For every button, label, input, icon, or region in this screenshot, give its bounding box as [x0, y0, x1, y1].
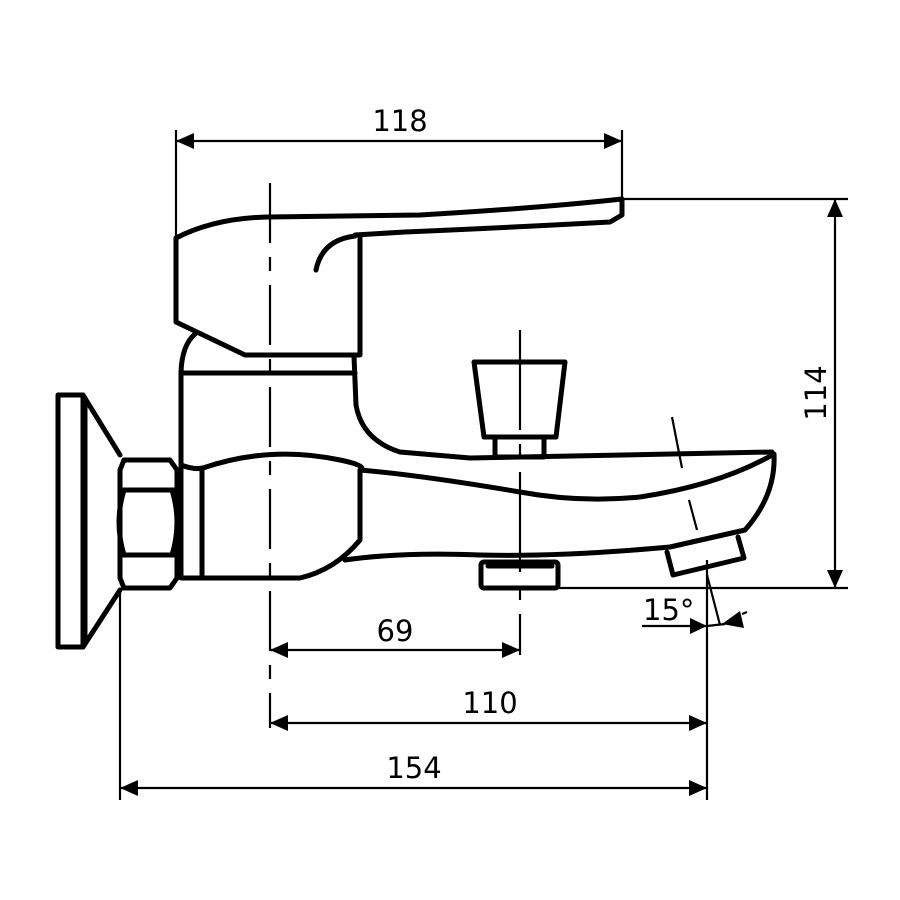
hex-nut	[116, 457, 180, 591]
aerator	[664, 534, 747, 578]
dimension-15-degrees: 15°	[642, 593, 748, 634]
spout	[342, 451, 777, 563]
mixer-body	[178, 331, 775, 581]
dimension-69: 69	[270, 614, 520, 658]
dimension-label-69: 69	[377, 614, 414, 648]
wall-flange	[55, 392, 123, 650]
dimension-118: 118	[176, 104, 622, 149]
dimension-label-154: 154	[386, 751, 441, 785]
dimension-label-110: 110	[462, 686, 517, 720]
lever-handle	[173, 196, 625, 358]
dimension-114: 114	[799, 199, 843, 588]
dimension-label-118: 118	[372, 104, 427, 138]
dimension-110: 110	[270, 686, 707, 731]
dimension-label-114: 114	[799, 365, 833, 420]
dimension-154: 154	[120, 751, 707, 796]
center-lines	[268, 183, 699, 728]
dimension-label-15-degrees: 15°	[643, 593, 694, 627]
